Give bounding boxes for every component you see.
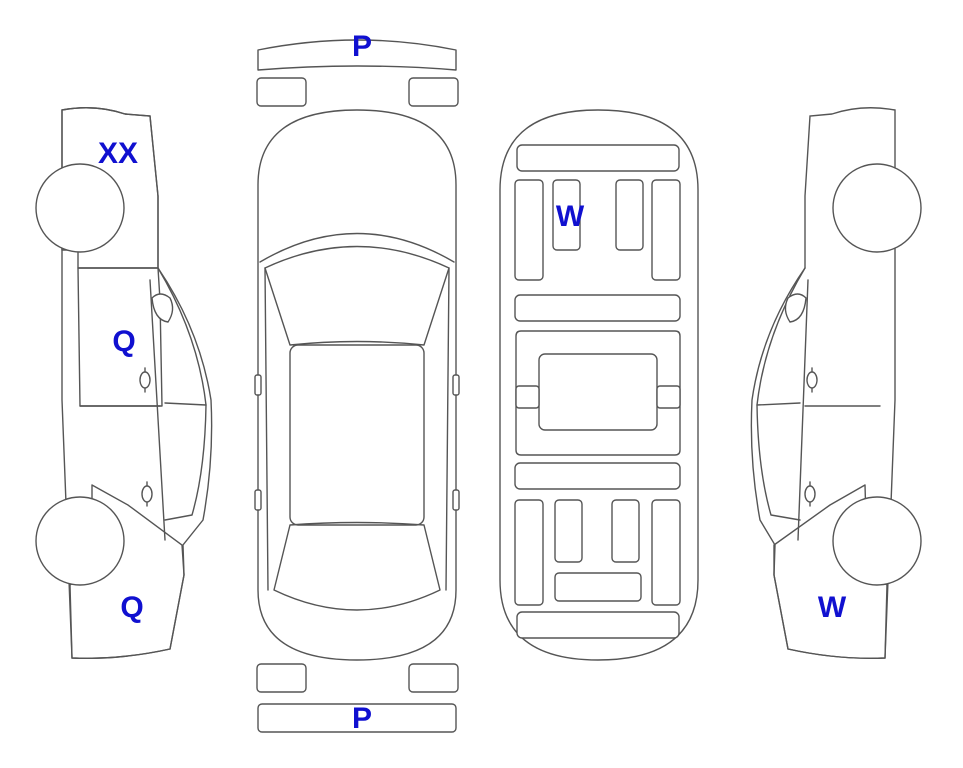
left-mirror [151,293,174,323]
top-hood-line [259,232,455,263]
right-front-wheel [832,163,922,253]
damage-markers: P P XX Q Q W W [98,30,847,735]
rear-right-light [408,663,459,693]
right-side-view [750,107,922,659]
left-side-view [35,107,213,659]
top-rear-window [273,521,441,611]
left-side-window-line [157,267,207,406]
underbody-front-right-rail [651,179,681,281]
right-rear-wheel [832,496,922,586]
top-right-side-line [445,267,450,591]
right-b-pillar [797,279,809,541]
front-right-light [408,77,459,107]
underbody-marked-panel [552,179,581,251]
left-front-wheel [35,163,125,253]
underbody-rear-mid-left [554,499,583,563]
marker-front-bumper: P [352,30,372,63]
right-side-rear-window [756,404,801,521]
top-roof [289,344,425,526]
front-bumper-panel [257,39,457,71]
front-left-light [256,77,307,107]
left-door-handle-front [139,367,151,393]
marker-underbody-panel: W [556,200,585,233]
right-door-handle-rear [804,481,816,507]
underbody-spare-well [554,572,642,602]
right-door-handle-front [806,367,818,393]
underbody-rear-panel [516,611,680,639]
underbody-floor-left [515,385,540,409]
left-front-door-panel [77,267,163,407]
top-left-handle [254,489,262,511]
marker-left-front-fender: XX [98,137,138,170]
underbody-floor-right [656,385,681,409]
underbody-rear-right-rail [651,499,681,606]
marker-rear-bumper: P [352,702,372,735]
marker-right-rear-quarter: W [818,591,847,624]
rear-bumper-panel [257,703,457,733]
left-door-handle-rear [141,481,153,507]
left-b-pillar [149,279,166,541]
left-side-rear-window [164,404,207,521]
underbody-rear-left-rail [514,499,544,606]
right-mirror [784,293,807,323]
left-rear-wheel [35,496,125,586]
top-view [254,39,460,733]
underbody-view [499,109,699,661]
top-right-handle [452,489,460,511]
underbody-rear-mid-right [611,499,640,563]
underbody-mid-crossmember [514,294,681,322]
right-side-window-line [756,267,806,406]
underbody-front-mid-rail [615,179,644,251]
top-right-mirror [452,374,460,396]
underbody-rear-crossmember [514,462,681,490]
top-left-mirror [254,374,262,396]
rear-left-light [256,663,307,693]
underbody-front-left-rail [514,179,544,281]
underbody-tunnel [538,353,658,431]
marker-left-rear-quarter: Q [120,591,143,624]
top-view-body [257,109,457,661]
marker-left-front-door: Q [112,325,135,358]
underbody-front-crossmember [516,144,680,172]
top-left-side-line [264,267,269,591]
